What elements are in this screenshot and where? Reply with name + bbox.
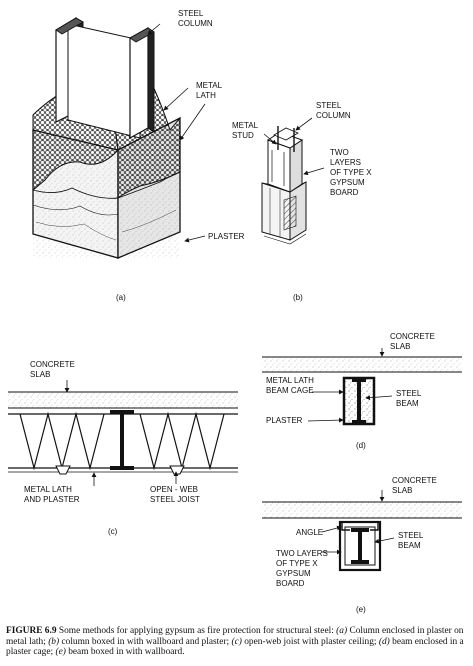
- caption-text-b: column boxed in with wallboard and plast…: [59, 636, 232, 647]
- label-c-lath-2: AND PLASTER: [24, 495, 80, 504]
- figure-drawing: STEEL COLUMN METAL LATH PLASTER (a): [8, 9, 462, 614]
- label-e-slab-2: SLAB: [392, 486, 412, 495]
- label-e-slab-1: CONCRETE: [392, 476, 437, 485]
- label-a-metal-lath-1: METAL: [196, 81, 223, 90]
- label-e-gypsum-2: OF TYPE X: [276, 559, 318, 568]
- panel-b-label: (b): [293, 293, 303, 302]
- label-e-gypsum-1: TWO LAYERS: [276, 549, 328, 558]
- caption-text-c: open-web joist with plaster ceiling;: [241, 636, 379, 647]
- floor-assembly: [8, 391, 238, 475]
- panel-b: METAL STUD STEEL COLUMN TWO LAYERS OF TY…: [232, 101, 372, 302]
- label-b-gypsum-3: OF TYPE X: [330, 168, 372, 177]
- label-c-joist-2: STEEL JOIST: [150, 495, 200, 504]
- label-d-beam-1: STEEL: [396, 389, 422, 398]
- caption-text-d: beam enclosed in a plaster cage;: [6, 636, 464, 658]
- label-a-metal-lath-2: LATH: [196, 91, 216, 100]
- caption-tag-a: (a): [336, 626, 348, 636]
- label-d-plaster: PLASTER: [266, 416, 303, 425]
- label-b-steel-column-2: COLUMN: [316, 111, 351, 120]
- boxed-column: [261, 126, 307, 245]
- label-c-lath-1: METAL LATH: [24, 485, 72, 494]
- label-b-gypsum-2: LAYERS: [330, 158, 361, 167]
- label-c-slab-1: CONCRETE: [30, 360, 75, 369]
- panel-a-label: (a): [116, 293, 126, 302]
- label-e-beam-1: STEEL: [398, 531, 424, 540]
- label-e-angle: ANGLE: [296, 528, 323, 537]
- label-a-steel-column-2: COLUMN: [178, 19, 213, 28]
- steel-column: [55, 16, 155, 140]
- caption-text-a: Column enclosed in plaster on metal lath…: [6, 626, 464, 647]
- label-b-gypsum-1: TWO: [330, 148, 349, 157]
- caption-tag-d: (d): [378, 636, 390, 647]
- plaster-cage-beam: [262, 356, 462, 426]
- label-d-cage-1: METAL LATH: [266, 376, 314, 385]
- caption-text-e: beam boxed in with wallboard.: [65, 647, 185, 658]
- panel-d: CONCRETE SLAB METAL LATH BEAM CAGE PLAST…: [262, 332, 462, 450]
- label-b-steel-column-1: STEEL: [316, 101, 342, 110]
- panel-e: CONCRETE SLAB ANGLE STEEL BEAM TWO LAYER…: [262, 476, 462, 614]
- label-d-slab-2: SLAB: [390, 342, 410, 351]
- label-e-gypsum-4: BOARD: [276, 579, 305, 588]
- label-d-slab-1: CONCRETE: [390, 332, 435, 341]
- caption-tag-b: (b): [48, 636, 60, 647]
- caption-tag-e: (e): [55, 647, 66, 658]
- panel-a: STEEL COLUMN METAL LATH PLASTER (a): [32, 9, 245, 302]
- label-e-gypsum-3: GYPSUM: [276, 569, 311, 578]
- label-b-metal-stud-1: METAL: [232, 121, 259, 130]
- label-c-slab-2: SLAB: [30, 370, 50, 379]
- label-a-plaster: PLASTER: [208, 232, 245, 241]
- panel-d-label: (d): [356, 441, 366, 450]
- caption-intro: Some methods for applying gypsum as fire…: [58, 626, 337, 636]
- label-d-beam-2: BEAM: [396, 399, 419, 408]
- panel-c: CONCRETE SLAB METAL LATH AND PLASTER OPE…: [8, 360, 238, 536]
- figure-number: FIGURE 6.9: [6, 626, 57, 636]
- caption-tag-c: (c): [231, 636, 242, 647]
- label-d-cage-2: BEAM CAGE: [266, 386, 314, 395]
- panel-e-label: (e): [356, 605, 366, 614]
- label-b-metal-stud-2: STUD: [232, 131, 254, 140]
- label-a-steel-column-1: STEEL: [178, 9, 204, 18]
- label-b-gypsum-5: BOARD: [330, 188, 359, 197]
- figure-caption: FIGURE 6.9 Some methods for applying gyp…: [6, 626, 468, 658]
- label-b-gypsum-4: GYPSUM: [330, 178, 365, 187]
- label-e-beam-2: BEAM: [398, 541, 421, 550]
- label-c-joist-1: OPEN - WEB: [150, 485, 198, 494]
- panel-c-label: (c): [108, 527, 118, 536]
- boxed-beam: [262, 501, 462, 572]
